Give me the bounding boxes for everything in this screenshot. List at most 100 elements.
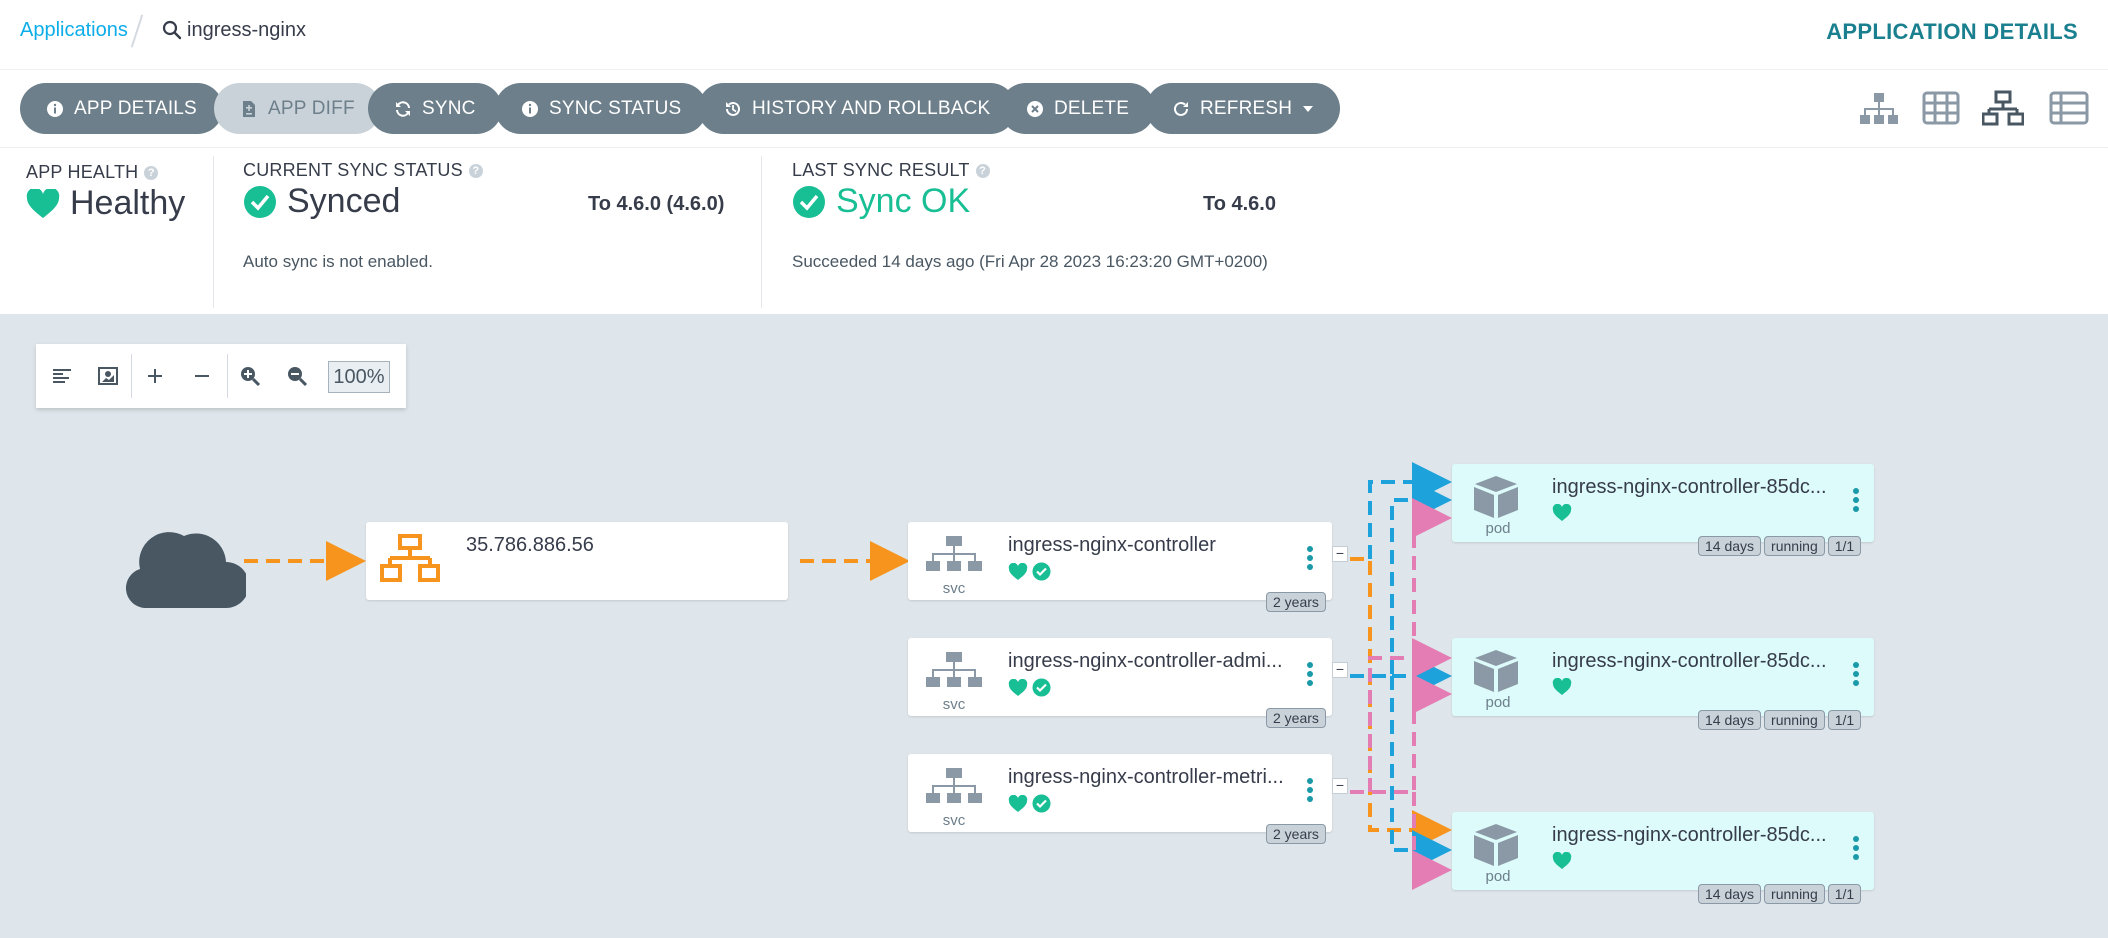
current-sync-text: Synced [287,182,401,220]
top-bar: Applications ingress-nginx APPLICATION D… [0,0,2108,70]
check-circle-icon [1032,562,1051,581]
collapse-all-button[interactable] [187,361,217,391]
zoom-in-icon [241,367,261,387]
current-sync-label-text: CURRENT SYNC STATUS [243,160,463,180]
search-app-name[interactable]: ingress-nginx [187,19,306,41]
sync-status-label: SYNC STATUS [549,97,682,119]
age-badge: 14 days [1698,884,1762,904]
app-diff-label: APP DIFF [268,97,355,119]
history-rollback-button[interactable]: HISTORY AND ROLLBACK [698,83,1017,134]
age-badge: 2 years [1266,708,1326,728]
expand-all-button[interactable] [140,361,170,391]
node-menu-icon[interactable] [1852,488,1860,516]
breadcrumb-separator [130,14,144,48]
search-icon[interactable] [162,20,182,40]
load-balancer-node[interactable]: 35.786.886.56 [366,522,788,600]
help-icon[interactable]: ? [468,163,483,178]
resource-kind: pod [1485,520,1511,537]
resource-status [1552,504,1572,522]
node-menu-icon[interactable] [1306,546,1314,574]
delete-button[interactable]: DELETE [1000,83,1156,134]
heart-icon [1552,852,1572,869]
history-icon [726,101,740,116]
delete-icon [1027,100,1043,117]
node-menu-icon[interactable] [1306,662,1314,690]
zoom-in-button[interactable] [235,361,265,391]
help-icon[interactable]: ? [144,165,159,180]
resource-graph-canvas[interactable]: 100% [0,314,2108,938]
pod-info-badges: 14 days running 1/1 [1698,536,1862,556]
pod-name: ingress-nginx-controller-85dc... [1552,650,1827,672]
breadcrumb-applications-link[interactable]: Applications [20,19,128,41]
service-node[interactable]: svc ingress-nginx-controller-metri... − [908,754,1348,832]
app-health-label-text: APP HEALTH [26,162,139,182]
app-health-value: Healthy [26,184,185,223]
zoom-out-button[interactable] [282,361,312,391]
check-circle-icon [793,185,825,218]
page-title: APPLICATION DETAILS [1826,19,2078,44]
service-node[interactable]: svc ingress-nginx-controller − [908,522,1348,600]
pod-node[interactable]: pod ingress-nginx-controller-85dc... [1452,464,1874,542]
pod-cube-icon [1474,650,1518,692]
collapse-icon[interactable]: − [1332,778,1348,794]
heart-icon [26,188,60,218]
fit-screen-icon [98,367,118,385]
last-sync-text: Sync OK [836,182,971,220]
help-icon[interactable]: ? [975,163,990,178]
service-icon [926,536,982,571]
tree-view-icon[interactable] [1858,90,1900,128]
node-menu-icon[interactable] [1306,778,1314,806]
node-menu-icon[interactable] [1852,662,1860,690]
pods-view-icon[interactable] [1920,90,1962,128]
align-left-button[interactable] [47,361,77,391]
resource-kind: pod [1485,868,1511,885]
auto-sync-note: Auto sync is not enabled. [243,252,433,271]
collapse-icon[interactable]: − [1332,546,1348,562]
service-node[interactable]: svc ingress-nginx-controller-admi... − [908,638,1348,716]
age-badge: 14 days [1698,536,1762,556]
resource-status [1008,562,1051,581]
collapse-icon[interactable]: − [1332,662,1348,678]
resource-status [1552,852,1572,870]
age-badge: 2 years [1266,592,1326,612]
pod-cube-icon [1474,824,1518,866]
network-view-icon[interactable] [1982,90,2024,128]
toolbar-divider [131,354,132,398]
node-menu-icon[interactable] [1852,836,1860,864]
pod-state-badge: running [1764,710,1825,730]
refresh-button[interactable]: REFRESH [1146,83,1341,134]
age-badge: 2 years [1266,824,1326,844]
service-icon [926,652,982,687]
refresh-label: REFRESH [1200,97,1293,119]
info-icon [522,100,538,117]
app-details-button[interactable]: APP DETAILS [20,83,223,134]
fit-screen-button[interactable] [93,361,123,391]
toolbar-divider [227,354,228,398]
status-divider [761,156,762,308]
pod-node[interactable]: pod ingress-nginx-controller-85dc... [1452,812,1874,890]
zoom-out-icon [288,367,308,387]
check-circle-icon [1032,678,1051,697]
zoom-level[interactable]: 100% [328,361,390,393]
check-circle-icon [244,185,276,218]
info-icon [47,100,63,117]
current-sync-value: Synced [243,182,400,221]
sync-status-button[interactable]: SYNC STATUS [495,83,708,134]
service-name: ingress-nginx-controller [1008,534,1216,556]
heart-icon [1008,562,1028,580]
ready-count-badge: 1/1 [1827,884,1862,904]
ready-count-badge: 1/1 [1827,536,1862,556]
service-icon [926,768,982,803]
minus-icon [195,375,209,377]
resource-kind: pod [1485,694,1511,711]
last-sync-label-text: LAST SYNC RESULT [792,160,970,180]
list-view-icon[interactable] [2048,90,2090,128]
sync-button[interactable]: SYNC [368,83,502,134]
app-diff-button[interactable]: APP DIFF [214,83,381,134]
pod-info-badges: 14 days running 1/1 [1698,710,1862,730]
last-sync-note: Succeeded 14 days ago (Fri Apr 28 2023 1… [792,252,1268,271]
sync-label: SYNC [422,97,476,119]
pod-node[interactable]: pod ingress-nginx-controller-85dc... [1452,638,1874,716]
network-icon [380,534,440,582]
resource-status [1008,794,1051,813]
